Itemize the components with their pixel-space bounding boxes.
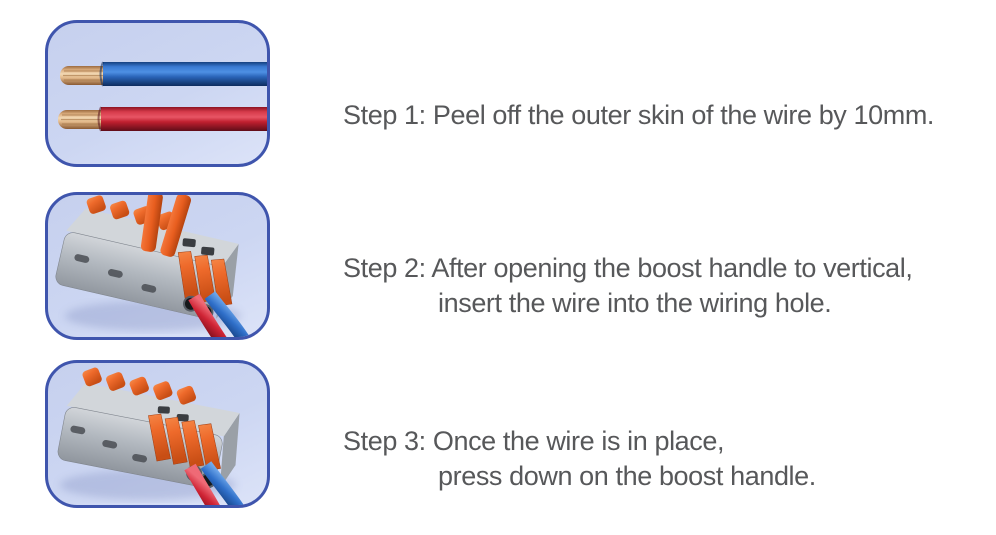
red-wire — [58, 106, 267, 132]
boost-handle-raised — [140, 195, 191, 257]
boost-handle-down — [148, 413, 221, 472]
blue-wire — [200, 461, 244, 505]
red-wire — [188, 293, 227, 337]
step-3-text: Step 3: Once the wire is in place, press… — [343, 424, 816, 494]
blue-wire — [204, 291, 250, 337]
connector-body-closed — [57, 367, 240, 489]
stripped-wires-illustration — [58, 61, 267, 132]
connector-body-open — [55, 195, 239, 321]
step-3-line-2: press down on the boost handle. — [438, 461, 816, 491]
step-2-line-1: Step 2: After opening the boost handle t… — [343, 253, 913, 283]
step-3-image-frame — [45, 360, 270, 508]
step-2-line-2: insert the wire into the wiring hole. — [438, 288, 832, 318]
step-2-image-frame — [45, 192, 270, 340]
step-1-text: Step 1: Peel off the outer skin of the w… — [343, 98, 934, 133]
connector-open-illustration — [55, 195, 250, 337]
step-1-line-1: Step 1: Peel off the outer skin of the w… — [343, 100, 935, 130]
step-2-text: Step 2: After opening the boost handle t… — [343, 251, 913, 321]
step-3-line-1: Step 3: Once the wire is in place, — [343, 426, 725, 456]
connector-closed-illustration — [57, 367, 244, 505]
red-wire — [184, 463, 220, 505]
blue-wire — [60, 61, 267, 87]
step-1-image-frame — [45, 20, 270, 167]
